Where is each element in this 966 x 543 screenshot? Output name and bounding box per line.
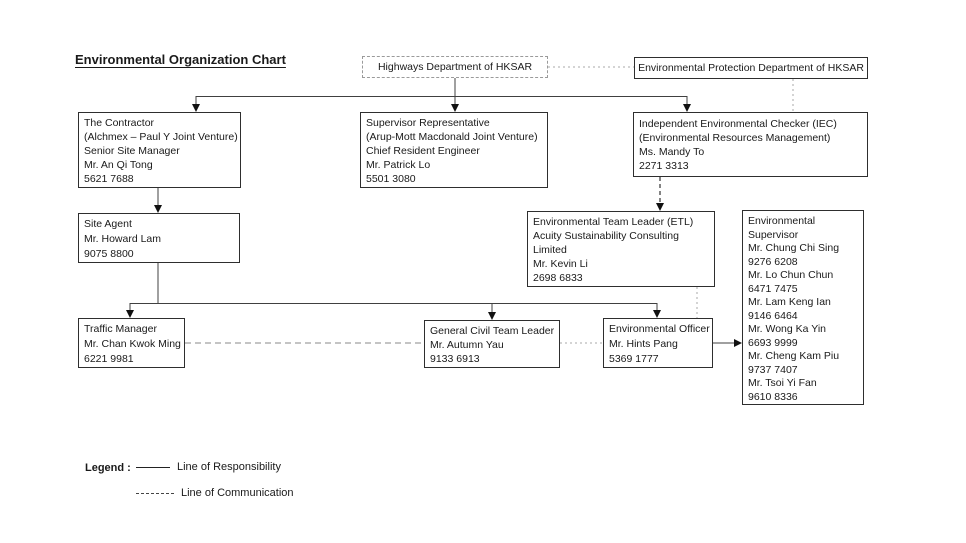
text-line: Ms. Mandy To: [639, 146, 705, 158]
text-line: Limited: [533, 244, 567, 256]
box-supervisor-representative: Supervisor Representative (Arup-Mott Macd…: [360, 112, 548, 188]
text-line: Mr. Chan Kwok Ming: [84, 338, 181, 350]
arrowheads: [126, 104, 742, 347]
text-line: 9276 6208: [748, 255, 798, 268]
text-line: Environmental Protection Department of H…: [638, 62, 864, 74]
text-line: Site Agent: [84, 218, 132, 230]
text-line: 2271 3313: [639, 160, 689, 172]
text-line: Environmental: [748, 215, 816, 227]
text-line: (Alchmex – Paul Y Joint Venture): [84, 131, 238, 143]
text-line: 5369 1777: [609, 353, 659, 365]
text-line: (Arup-Mott Macdonald Joint Venture): [366, 131, 538, 143]
text-line: Senior Site Manager: [84, 145, 180, 157]
communication-dotted-lines: [548, 66, 794, 344]
box-environmental-protection-department: Environmental Protection Department of H…: [634, 57, 868, 79]
text-line: Highways Department of HKSAR: [377, 61, 533, 73]
text-line: Mr. Lam Keng Ian: [748, 296, 831, 308]
text-line: Mr. Lo Chun Chun: [748, 269, 834, 281]
text-line: 9737 7407: [748, 363, 798, 376]
text-line: Mr. Wong Ka Yin: [748, 323, 827, 335]
box-highways-department: Highways Department of HKSAR: [362, 56, 548, 78]
text-line: General Civil Team Leader: [430, 325, 555, 337]
text-line: 9610 8336: [748, 390, 798, 403]
text-line: 5621 7688: [84, 173, 134, 185]
legend-label: Legend :: [85, 462, 131, 474]
text-line: 2698 6833: [533, 272, 583, 284]
text-line: Mr. Howard Lam: [84, 233, 162, 245]
page-title: Environmental Organization Chart: [75, 52, 286, 67]
text-line: 5501 3080: [366, 173, 416, 185]
box-independent-environmental-checker: Independent Environmental Checker (IEC) (…: [633, 112, 868, 177]
box-contractor: The Contractor (Alchmex – Paul Y Joint Ve…: [78, 112, 241, 188]
text-line: Mr. Tsoi Yi Fan: [748, 377, 817, 389]
text-line: Mr. An Qi Tong: [84, 159, 153, 171]
text-line: Mr. Cheng Kam Piu: [748, 350, 840, 362]
text-line: (Environmental Resources Management): [639, 132, 831, 144]
text-line: Mr. Hints Pang: [609, 338, 678, 350]
text-line: The Contractor: [84, 117, 155, 129]
responsibility-lines: [129, 78, 735, 344]
text-line: Acuity Sustainability Consulting: [533, 230, 679, 242]
text-line: Environmental Team Leader (ETL): [533, 216, 694, 228]
text-line: 6221 9981: [84, 353, 134, 365]
legend-item-responsibility: Line of Responsibility: [136, 459, 281, 475]
text-line: Environmental Officer: [609, 323, 710, 335]
text-line: 9133 6913: [430, 353, 480, 365]
text-line: Mr. Kevin Li: [533, 258, 588, 270]
text-line: 9146 6464: [748, 309, 798, 322]
text-line: Supervisor Representative: [366, 117, 490, 129]
legend-item-label: Line of Responsibility: [177, 461, 281, 473]
box-environmental-team-leader: Environmental Team Leader (ETL) Acuity Su…: [527, 211, 715, 287]
legend-item-label: Line of Communication: [181, 487, 294, 499]
text-line: Mr. Chung Chi Sing: [748, 242, 840, 254]
text-line: 6693 9999: [748, 336, 798, 349]
text-line: Chief Resident Engineer: [366, 145, 480, 157]
dashed-line-sample: [136, 492, 174, 494]
legend-item-communication: Line of Communication: [136, 485, 294, 501]
text-line: Mr. Autumn Yau: [430, 339, 504, 351]
text-line: Independent Environmental Checker (IEC): [639, 118, 837, 130]
text-line: Traffic Manager: [84, 323, 157, 335]
text-line: Supervisor: [748, 228, 799, 241]
text-line: 9075 8800: [84, 248, 134, 260]
solid-line-sample: [136, 466, 170, 468]
text-line: 6471 7475: [748, 282, 798, 295]
text-line: Mr. Patrick Lo: [366, 159, 431, 171]
